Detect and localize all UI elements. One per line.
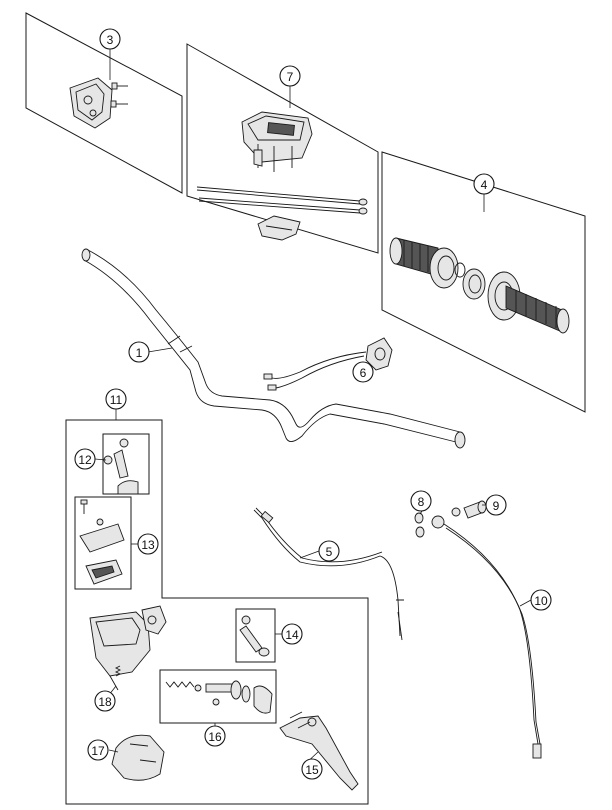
left-grip (389, 237, 466, 289)
svg-text:11: 11 (110, 393, 123, 407)
svg-text:4: 4 (481, 178, 488, 192)
brake-line (431, 515, 542, 759)
callout-11: 11 (105, 388, 127, 410)
svg-text:13: 13 (141, 538, 155, 552)
svg-text:12: 12 (78, 453, 92, 467)
panel-part-11 (65, 419, 369, 805)
callout-8: 8 (410, 490, 432, 512)
grip-cam (462, 268, 486, 300)
callout-14: 14 (281, 623, 303, 645)
clamp-screws (103, 438, 139, 495)
svg-text:14: 14 (285, 628, 299, 642)
svg-text:8: 8 (418, 495, 425, 509)
cable-ties (196, 186, 368, 215)
switch-housing (69, 77, 113, 129)
handlebar (81, 248, 466, 449)
callout-9: 9 (485, 494, 507, 516)
clutch-hose (253, 507, 404, 641)
protector (241, 111, 313, 172)
svg-text:7: 7 (287, 70, 294, 84)
svg-text:3: 3 (107, 33, 114, 47)
callout-6: 6 (352, 361, 374, 383)
callout-10: 10 (530, 589, 552, 611)
spring-18 (114, 665, 122, 677)
callout-13: 13 (137, 533, 159, 555)
right-grip (487, 271, 570, 334)
svg-text:18: 18 (98, 695, 112, 709)
kill-switch (263, 337, 393, 391)
svg-text:10: 10 (534, 594, 548, 608)
reservoir-cover (79, 499, 125, 585)
svg-text:16: 16 (208, 730, 222, 744)
callout-3: 3 (99, 28, 121, 50)
seal-rings (414, 507, 461, 538)
protector-bracket (257, 215, 301, 241)
piston-kit (165, 680, 273, 714)
svg-text:1: 1 (136, 346, 143, 360)
callout-18: 18 (94, 690, 116, 712)
svg-text:9: 9 (493, 499, 500, 513)
callout-1: 1 (128, 341, 150, 363)
panel-part-16 (159, 669, 277, 724)
panel-part-14 (235, 608, 276, 663)
callout-4: 4 (473, 173, 495, 195)
callout-12: 12 (74, 448, 96, 470)
callout-5: 5 (318, 540, 340, 562)
svg-text:17: 17 (91, 744, 105, 758)
clutch-lever (279, 711, 359, 791)
callout-7: 7 (279, 65, 301, 87)
callout-16: 16 (204, 725, 226, 747)
callout-15: 15 (301, 758, 323, 780)
lever-guard (111, 734, 165, 781)
callout-17: 17 (87, 739, 109, 761)
switch-screws (110, 82, 128, 108)
adjuster-screw (239, 615, 270, 657)
svg-text:15: 15 (305, 763, 319, 777)
master-cylinder (89, 605, 167, 691)
svg-text:6: 6 (360, 366, 367, 380)
svg-text:5: 5 (326, 545, 333, 559)
banjo-bolt (463, 500, 487, 519)
